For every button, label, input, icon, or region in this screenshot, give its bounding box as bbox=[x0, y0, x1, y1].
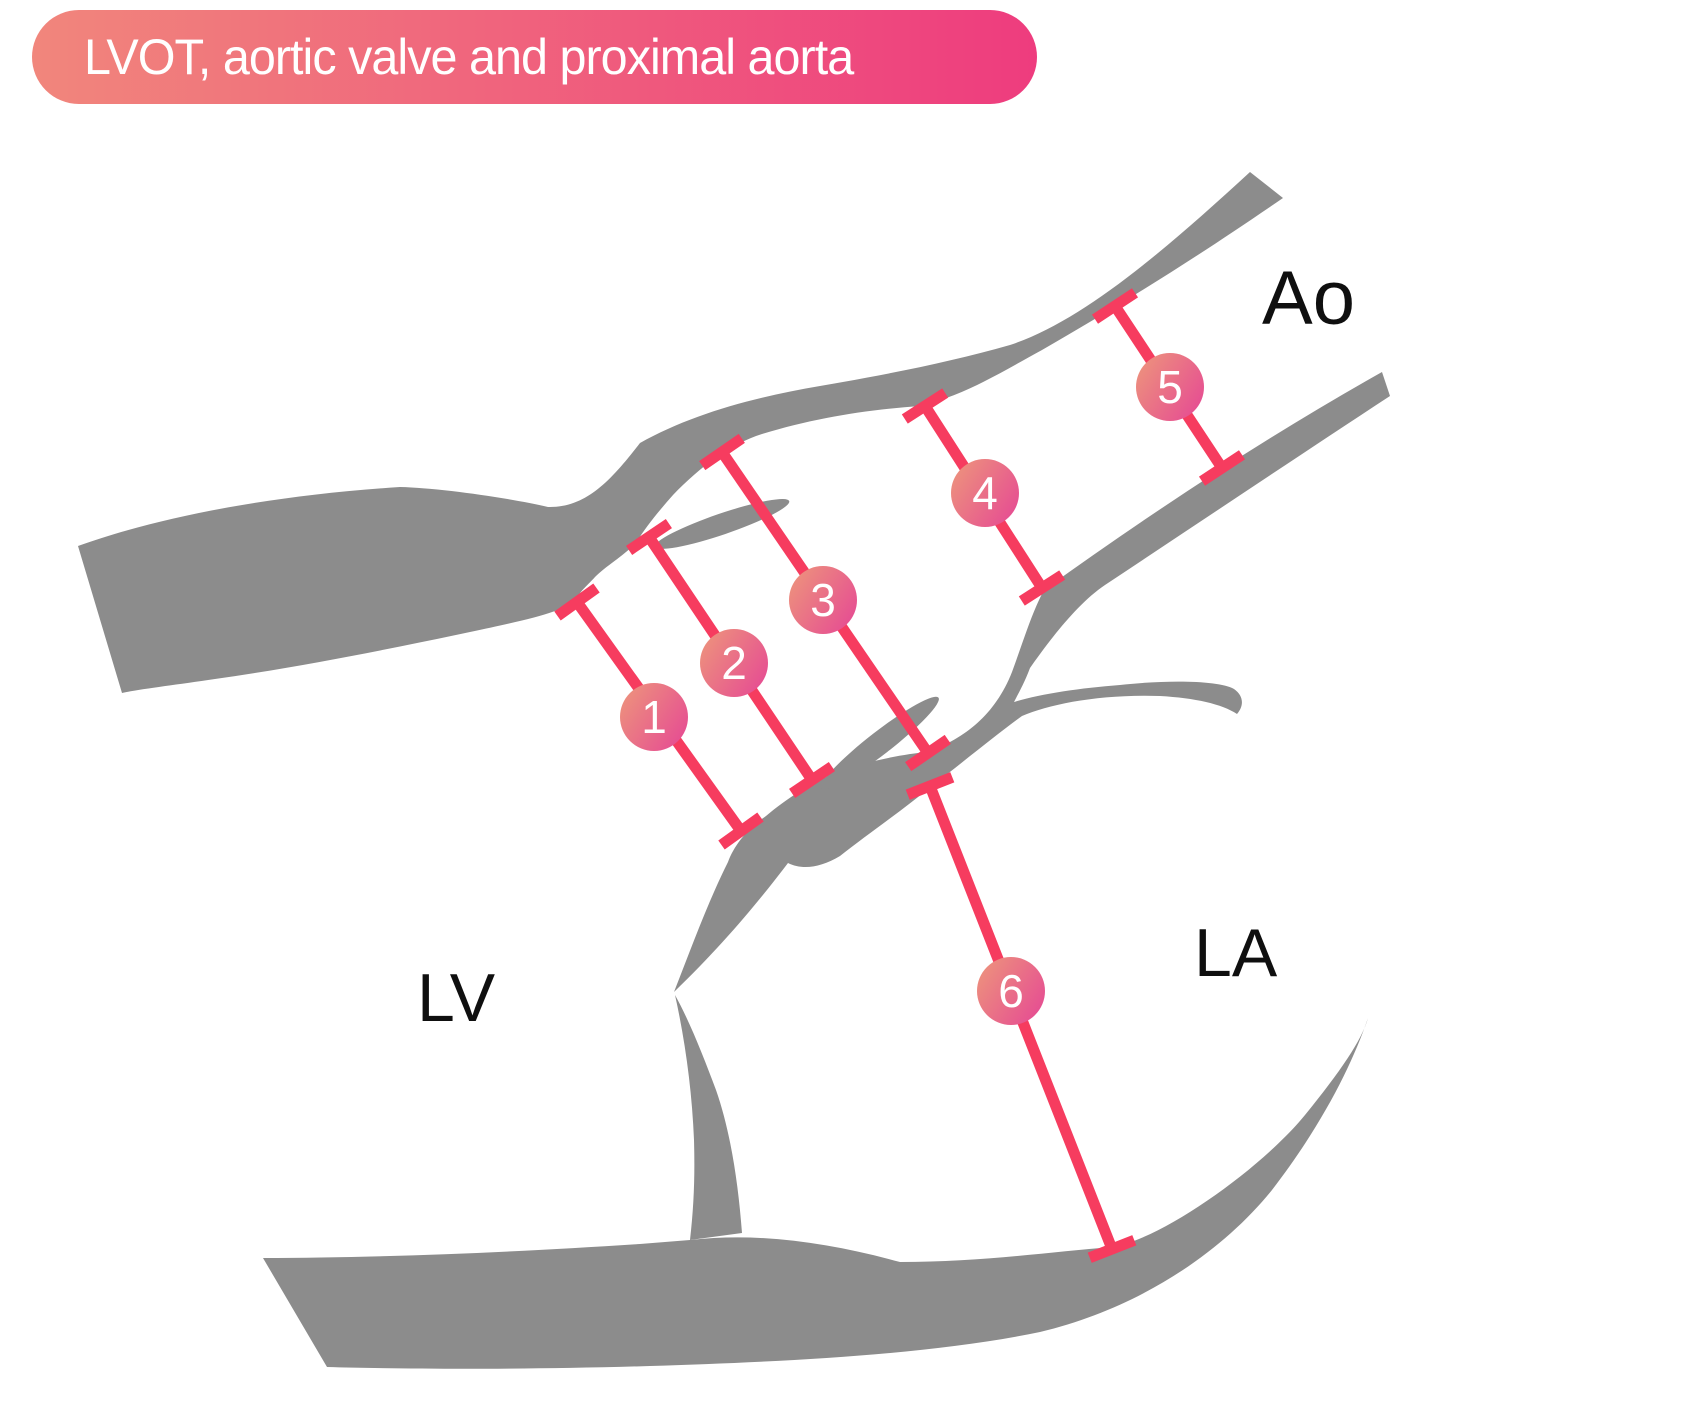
title-banner: LVOT, aortic valve and proximal aorta bbox=[32, 10, 1037, 104]
measurement-markers: 1 2 3 4 5 6 bbox=[620, 353, 1204, 1025]
anatomy-structures bbox=[78, 172, 1390, 1369]
marker-1-number: 1 bbox=[641, 691, 667, 743]
label-left-atrium: LA bbox=[1194, 915, 1278, 991]
page-title: LVOT, aortic valve and proximal aorta bbox=[84, 29, 854, 85]
marker-4-number: 4 bbox=[972, 467, 998, 519]
posterior-mitral-leaflet-shape bbox=[675, 995, 742, 1240]
posterior-aortic-wall-and-mitral-annulus-shape bbox=[674, 372, 1390, 992]
label-aorta: Ao bbox=[1262, 256, 1355, 341]
measurement-marker-3: 3 bbox=[789, 566, 857, 634]
chamber-labels: Ao LV LA bbox=[417, 256, 1355, 1036]
label-left-ventricle: LV bbox=[417, 960, 496, 1036]
aortic-valve-leaflet-upper bbox=[654, 499, 790, 549]
inferior-wall-and-la-wall-shape bbox=[263, 1018, 1368, 1369]
measurement-marker-1: 1 bbox=[620, 683, 688, 751]
marker-6-number: 6 bbox=[998, 965, 1024, 1017]
measurement-marker-4: 4 bbox=[951, 459, 1019, 527]
marker-5-number: 5 bbox=[1157, 361, 1183, 413]
measurement-marker-5: 5 bbox=[1136, 353, 1204, 421]
measurement-marker-6: 6 bbox=[977, 957, 1045, 1025]
measurement-marker-2: 2 bbox=[700, 629, 768, 697]
lv-anterior-wall-and-anterior-aortic-wall-shape bbox=[78, 172, 1283, 693]
marker-3-number: 3 bbox=[810, 574, 836, 626]
marker-2-number: 2 bbox=[721, 637, 747, 689]
